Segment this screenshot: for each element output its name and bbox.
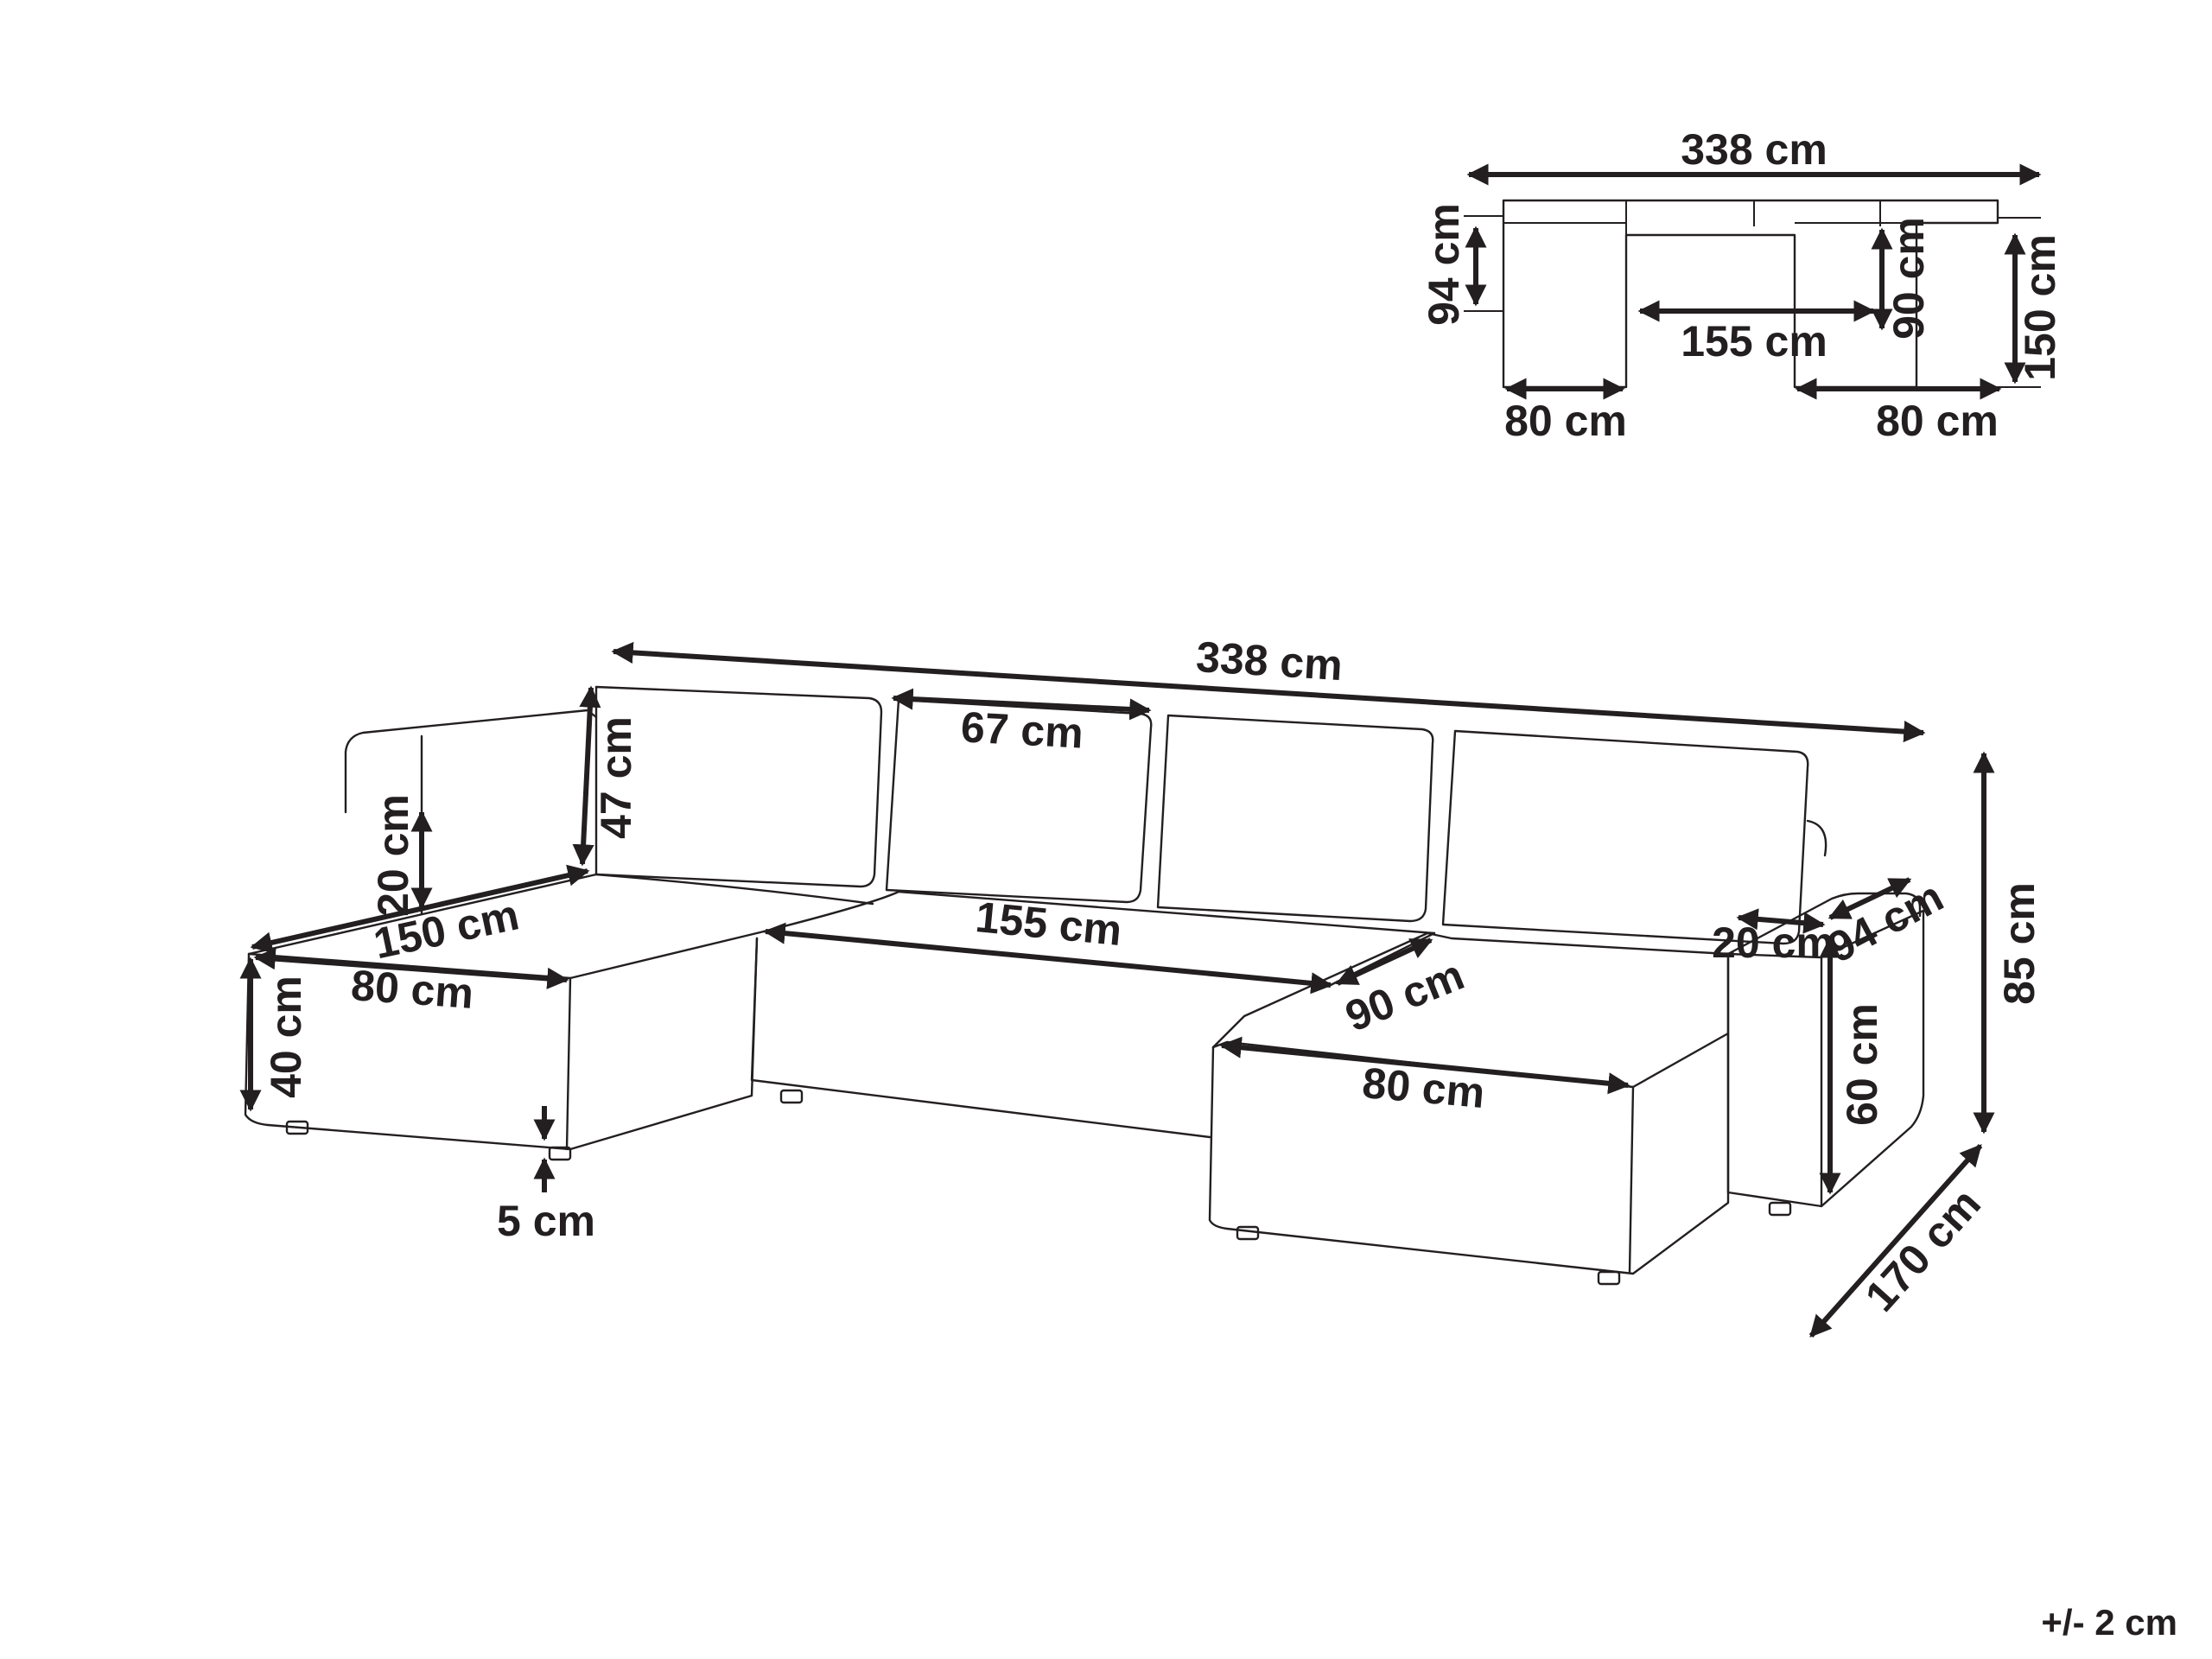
seat-depth-arrow bbox=[1335, 938, 1433, 986]
top-view-dimensions: 338 cm 94 cm 155 cm 90 cm 150 cm 80 cm 8… bbox=[1420, 125, 2064, 445]
backrest-height-arrow bbox=[572, 685, 601, 867]
left-chaise-width-label: 80 cm bbox=[350, 961, 475, 1018]
total-depth-arrow bbox=[1808, 1144, 1983, 1338]
cushion-width-label: 67 cm bbox=[960, 702, 1085, 757]
perspective-dimensions: 338 cm 67 cm 47 cm 20 cm 150 cm 80 cm 40… bbox=[239, 632, 2044, 1338]
cushion-width-arrow bbox=[891, 688, 1152, 721]
chaise-length-arrow bbox=[250, 864, 590, 954]
top-width-label: 338 cm bbox=[1681, 125, 1827, 174]
top-seat-depth-label: 90 cm bbox=[1885, 217, 1933, 340]
tolerance-note: +/- 2 cm bbox=[2041, 1602, 2177, 1643]
seat-height-label: 40 cm bbox=[262, 976, 310, 1098]
top-right-chaise-width-label: 80 cm bbox=[1876, 397, 1999, 445]
top-center-width-label: 155 cm bbox=[1681, 317, 1827, 365]
center-width-label: 155 cm bbox=[974, 893, 1124, 955]
right-chaise-width-label: 80 cm bbox=[1360, 1058, 1486, 1117]
total-depth-label: 170 cm bbox=[1856, 1179, 1990, 1321]
top-left-chaise-width-label: 80 cm bbox=[1504, 397, 1627, 445]
left-chaise-width-arrow bbox=[253, 948, 569, 989]
right-chaise-width-arrow bbox=[1219, 1036, 1630, 1095]
width-label: 338 cm bbox=[1195, 632, 1344, 690]
sofa-outline bbox=[244, 685, 1925, 1275]
backrest-height-label: 47 cm bbox=[592, 716, 640, 839]
arm-width-arrow bbox=[1736, 908, 1826, 934]
total-height-label: 85 cm bbox=[1995, 882, 2044, 1005]
arm-height-label: 60 cm bbox=[1838, 1003, 1886, 1126]
armrest-height-label: 20 cm bbox=[369, 794, 417, 917]
width-arrow bbox=[611, 641, 1926, 743]
leg-height-label: 5 cm bbox=[497, 1197, 595, 1245]
top-left-depth-label: 94 cm bbox=[1420, 203, 1468, 326]
arm-depth-arrow bbox=[1827, 877, 1912, 920]
top-chaise-length-label: 150 cm bbox=[2016, 234, 2064, 381]
sofa-legs bbox=[285, 1089, 1792, 1286]
arm-width-label: 20 cm bbox=[1712, 918, 1834, 967]
arm-depth-label: 94 cm bbox=[1820, 872, 1950, 972]
center-width-arrow bbox=[763, 922, 1333, 995]
